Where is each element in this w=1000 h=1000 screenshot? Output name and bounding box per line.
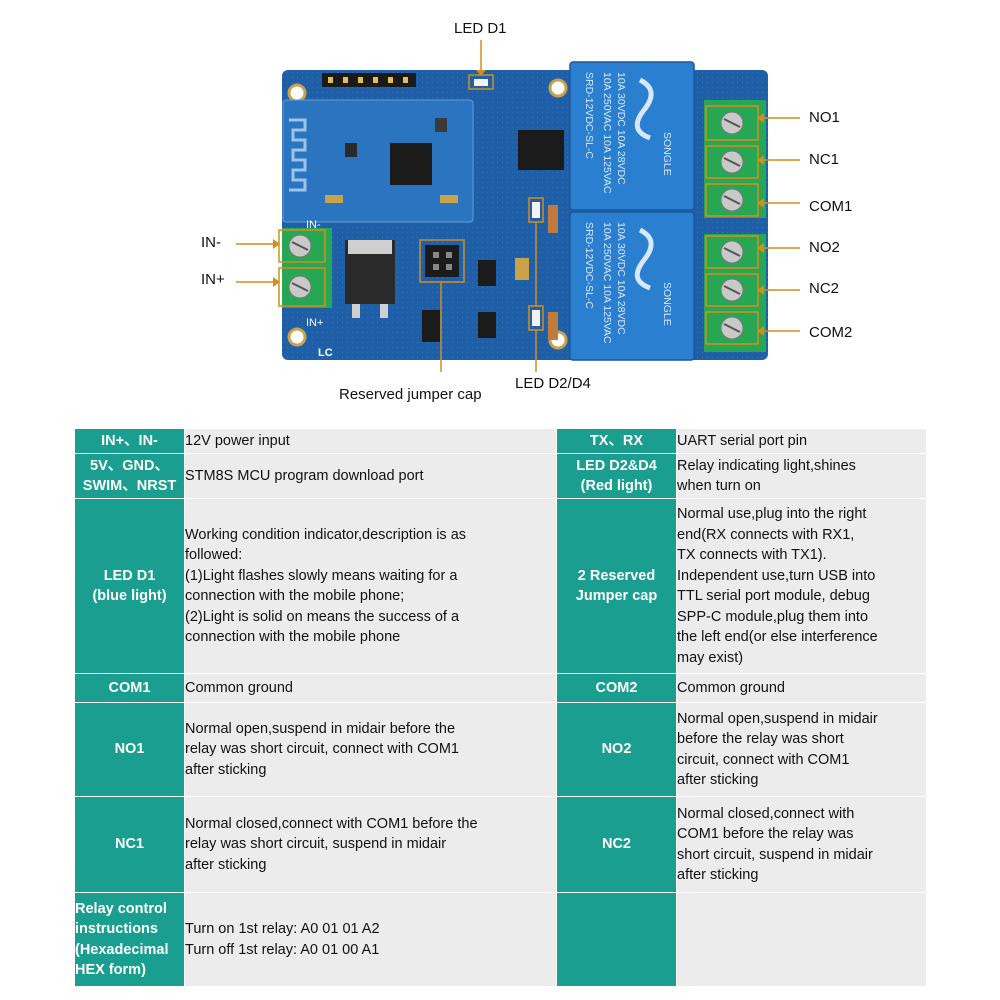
- led-d4: [532, 310, 540, 326]
- table-row: NC1 Normal closed,connect with COM1 befo…: [74, 796, 927, 893]
- key-cell: IN+、IN-: [74, 428, 185, 454]
- svg-text:10A 250VAC 10A 125VAC: 10A 250VAC 10A 125VAC: [601, 72, 613, 194]
- svg-text:10A 250VAC 10A 125VAC: 10A 250VAC 10A 125VAC: [601, 222, 613, 344]
- value-cell: UART serial port pin: [676, 428, 927, 454]
- callout-nc1: NC1: [809, 151, 840, 168]
- songle-logo-icon: [634, 227, 654, 291]
- key-cell: Relay control instructions (Hexadecimal …: [74, 892, 185, 987]
- mcu-chip: [390, 143, 432, 185]
- svg-text:SRD-12VDC-SL-C: SRD-12VDC-SL-C: [583, 222, 595, 309]
- callout-com2: COM2: [809, 324, 853, 341]
- callout-in-minus: IN-: [201, 234, 221, 251]
- silkscreen-logo: LC: [318, 347, 333, 359]
- svg-text:SONGLE: SONGLE: [661, 282, 673, 326]
- relay-1: [569, 61, 695, 211]
- callout-led-d2-d4: LED D2/D4: [515, 375, 591, 392]
- key-cell: LED D1 (blue light): [74, 498, 185, 674]
- key-cell: 2 Reserved Jumper cap: [556, 498, 677, 674]
- led-d2: [532, 202, 540, 218]
- value-cell: STM8S MCU program download port: [184, 453, 557, 499]
- jumper-cap: [425, 245, 459, 277]
- led-d1: [474, 79, 488, 86]
- value-cell: [676, 892, 927, 987]
- value-cell: Normal open,suspend in midair before the…: [184, 702, 557, 797]
- key-cell: NO2: [556, 702, 677, 797]
- silkscreen-in-minus: IN-: [306, 219, 321, 231]
- silkscreen-in-plus: IN+: [306, 317, 323, 329]
- svg-text:10A 30VDC 10A 28VDC: 10A 30VDC 10A 28VDC: [615, 222, 627, 335]
- key-cell: [556, 892, 677, 987]
- value-cell: Normal closed,connect with COM1 before t…: [676, 796, 927, 893]
- table-row: COM1 Common ground COM2 Common ground: [74, 673, 927, 703]
- callout-nc2: NC2: [809, 280, 840, 297]
- board-diagram: SRD-12VDC-SL-C 10A 250VAC 10A 125VAC 10A…: [0, 0, 1000, 415]
- table-row: NO1 Normal open,suspend in midair before…: [74, 702, 927, 797]
- driver-chip: [518, 130, 564, 170]
- callout-in-plus: IN+: [201, 271, 225, 288]
- svg-text:SONGLE: SONGLE: [661, 132, 673, 176]
- pin-header: [322, 73, 416, 87]
- value-cell: Common ground: [184, 673, 557, 703]
- key-cell: TX、RX: [556, 428, 677, 454]
- value-cell: Working condition indicator,description …: [184, 498, 557, 674]
- svg-text:10A 30VDC 10A 28VDC: 10A 30VDC 10A 28VDC: [615, 72, 627, 185]
- callout-no1: NO1: [809, 109, 840, 126]
- value-cell: 12V power input: [184, 428, 557, 454]
- relay-board-illustration: SRD-12VDC-SL-C 10A 250VAC 10A 125VAC 10A…: [236, 40, 800, 372]
- callout-led-d1: LED D1: [454, 20, 507, 37]
- callout-com1: COM1: [809, 198, 853, 215]
- value-cell: Relay indicating light,shines when turn …: [676, 453, 927, 499]
- table-row: IN+、IN- 12V power input TX、RX UART seria…: [74, 428, 927, 454]
- songle-logo-icon: [634, 77, 654, 141]
- value-cell: Common ground: [676, 673, 927, 703]
- antenna-trace: [289, 118, 307, 192]
- svg-text:SRD-12VDC-SL-C: SRD-12VDC-SL-C: [583, 72, 595, 159]
- value-cell: Normal open,suspend in midair before the…: [676, 702, 927, 797]
- relay-2: [569, 211, 695, 361]
- table-row: Relay control instructions (Hexadecimal …: [74, 892, 927, 987]
- key-cell: NC1: [74, 796, 185, 893]
- table-row: 5V、GND、 SWIM、NRST STM8S MCU program down…: [74, 453, 927, 499]
- value-cell: Normal closed,connect with COM1 before t…: [184, 796, 557, 893]
- bluetooth-module: [282, 99, 474, 223]
- value-cell: Normal use,plug into the right end(RX co…: [676, 498, 927, 674]
- key-cell: NO1: [74, 702, 185, 797]
- mounting-hole: [287, 83, 307, 103]
- key-cell: COM1: [74, 673, 185, 703]
- terminal-block-relay2: [704, 234, 766, 352]
- key-cell: COM2: [556, 673, 677, 703]
- mounting-hole: [548, 78, 568, 98]
- spec-table: IN+、IN- 12V power input TX、RX UART seria…: [74, 428, 927, 987]
- power-terminal-block: [278, 228, 332, 308]
- table-row: LED D1 (blue light) Working condition in…: [74, 498, 927, 674]
- callout-jumper: Reserved jumper cap: [339, 386, 482, 403]
- key-cell: 5V、GND、 SWIM、NRST: [74, 453, 185, 499]
- jumper-highlight: [419, 239, 465, 283]
- key-cell: NC2: [556, 796, 677, 893]
- callout-no2: NO2: [809, 239, 840, 256]
- mounting-hole: [287, 327, 307, 347]
- value-cell: Turn on 1st relay: A0 01 01 A2 Turn off …: [184, 892, 557, 987]
- key-cell: LED D2&D4 (Red light): [556, 453, 677, 499]
- terminal-block-relay1: [704, 100, 766, 218]
